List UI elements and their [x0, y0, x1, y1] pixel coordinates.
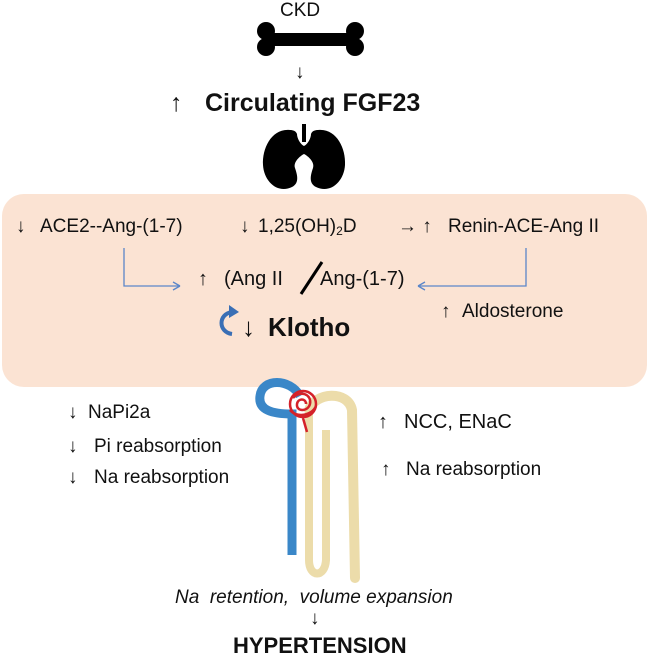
klotho-label: Klotho [268, 312, 351, 342]
kidneys-icon [262, 124, 346, 190]
napi-label: NaPi2a [88, 402, 151, 423]
na-reabsorption-right-label: Na reabsorption [406, 459, 542, 480]
ncc-arrow-icon: ↑ [378, 411, 388, 433]
ncc-enac-label: NCC, ENaC [404, 411, 512, 433]
pi-arrow-icon: ↓ [68, 436, 78, 457]
feedback-curve-arrow [219, 305, 239, 336]
vitd-sub: 2 [336, 224, 343, 238]
na-right-arrow-icon: ↑ [381, 459, 391, 480]
vitd-arrow-icon: ↓ [240, 216, 250, 237]
fgf23-title: Circulating FGF23 [205, 89, 421, 117]
aldosterone-arrow-icon: ↑ [441, 301, 451, 322]
na-left-arrow-icon: ↓ [68, 467, 78, 488]
renin-prefix-arrows: → ↑ [398, 216, 432, 237]
hypertension-title: HYPERTENSION [233, 633, 407, 658]
pi-reabsorption-label: Pi reabsorption [94, 436, 222, 457]
mechanism-panel [2, 194, 647, 387]
renin-label: Renin-ACE-Ang II [448, 216, 600, 237]
klotho-arrow-icon: ↓ [242, 312, 255, 342]
ace2-arrow-icon: ↓ [16, 216, 26, 237]
vitd-main: 1,25(OH) [258, 216, 337, 237]
aldosterone-label: Aldosterone [462, 301, 564, 322]
renin-connector-arrow [418, 248, 527, 287]
na-reabsorption-left-label: Na reabsorption [94, 467, 230, 488]
bone-icon [257, 22, 364, 56]
ratio-ang17-label: Ang-(1-7) [320, 268, 405, 290]
ratio-slash [299, 261, 324, 295]
retention-label: Na retention, volume expansion [175, 587, 453, 608]
arrow-down-icon: ↓ [295, 62, 305, 83]
nephron-illustration [255, 378, 360, 583]
ratio-arrow-icon: ↑ [198, 268, 208, 290]
ckd-label: CKD [280, 0, 321, 21]
vitd-label: 1,25(OH)2D [258, 216, 357, 238]
vitd-end: D [342, 216, 357, 237]
fgf23-arrow-icon: ↑ [170, 89, 183, 117]
napi-arrow-icon: ↓ [68, 402, 78, 423]
arrow-down-bottom-icon: ↓ [310, 608, 320, 629]
ace2-label: ACE2--Ang-(1-7) [40, 216, 183, 237]
ratio-angii-label: (Ang II [224, 268, 283, 290]
ace2-connector-arrow [123, 248, 180, 287]
